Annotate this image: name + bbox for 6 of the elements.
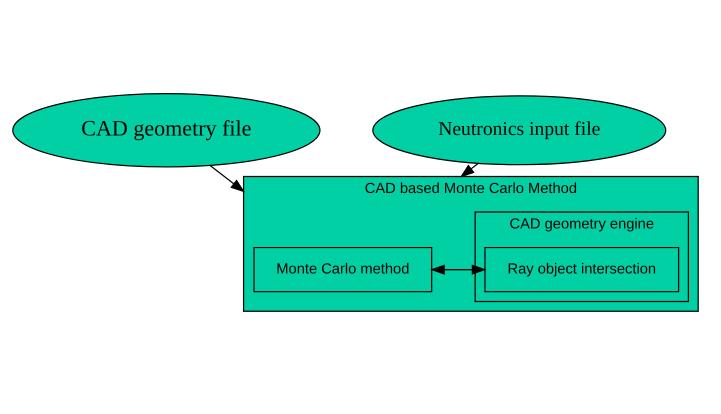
node-box: Monte Carlo method [253,246,432,292]
node-ellipse: CAD geometry file [12,92,321,168]
arrow [460,162,478,178]
node-ellipse: Neutronics input file [372,94,666,165]
node-box: Ray object intersection [484,246,680,292]
arrow [210,164,246,192]
